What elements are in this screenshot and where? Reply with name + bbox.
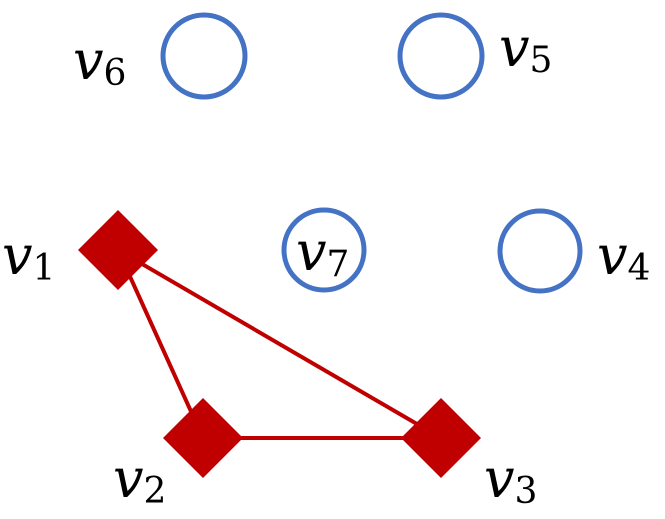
vertex-v4-circle	[497, 208, 583, 294]
label-v7: v7	[296, 220, 349, 285]
vertex-v5-circle	[397, 12, 485, 100]
vertex-v6-circle	[160, 12, 248, 100]
vertex-v1-diamond	[78, 210, 158, 290]
vertices	[78, 12, 583, 478]
label-v4: v4	[597, 224, 650, 289]
label-v1: v1	[2, 224, 55, 289]
vertex-v7-circle	[281, 207, 367, 293]
edges	[116, 248, 443, 440]
vertex-v3-diamond	[401, 398, 481, 478]
edge-v1-v2	[116, 249, 205, 439]
label-v5: v5	[499, 16, 552, 81]
label-v3: v3	[484, 447, 537, 512]
vertex-labels: v1 v2 v3 v4 v5 v6 v7	[2, 16, 650, 512]
label-v6: v6	[73, 29, 126, 94]
edge-v1-v3	[116, 248, 443, 440]
label-v2: v2	[113, 447, 166, 512]
vertex-v2-diamond	[163, 398, 243, 478]
